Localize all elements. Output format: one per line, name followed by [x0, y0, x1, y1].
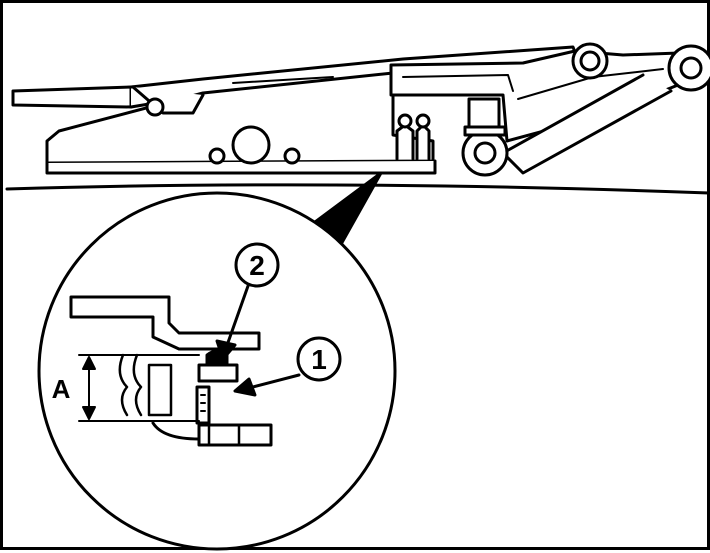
- mounting-surface: [5, 183, 710, 195]
- callout-2-label: 2: [249, 250, 265, 281]
- detail-clip: [118, 353, 173, 417]
- dimension-a-label: A: [52, 374, 71, 404]
- wiper-arm: [389, 42, 710, 177]
- detail-bracket: [69, 295, 261, 351]
- dimension-a: [78, 354, 200, 422]
- detail-stud: [151, 349, 273, 447]
- leader-2: [215, 284, 250, 361]
- callout-1-circle: [296, 336, 342, 382]
- pivot-housing: [45, 71, 437, 175]
- callout-2-circle: [234, 242, 280, 288]
- diagram-canvas: 2 1 A: [5, 42, 710, 551]
- callout-1-label: 1: [311, 344, 327, 375]
- leader-1: [233, 373, 301, 397]
